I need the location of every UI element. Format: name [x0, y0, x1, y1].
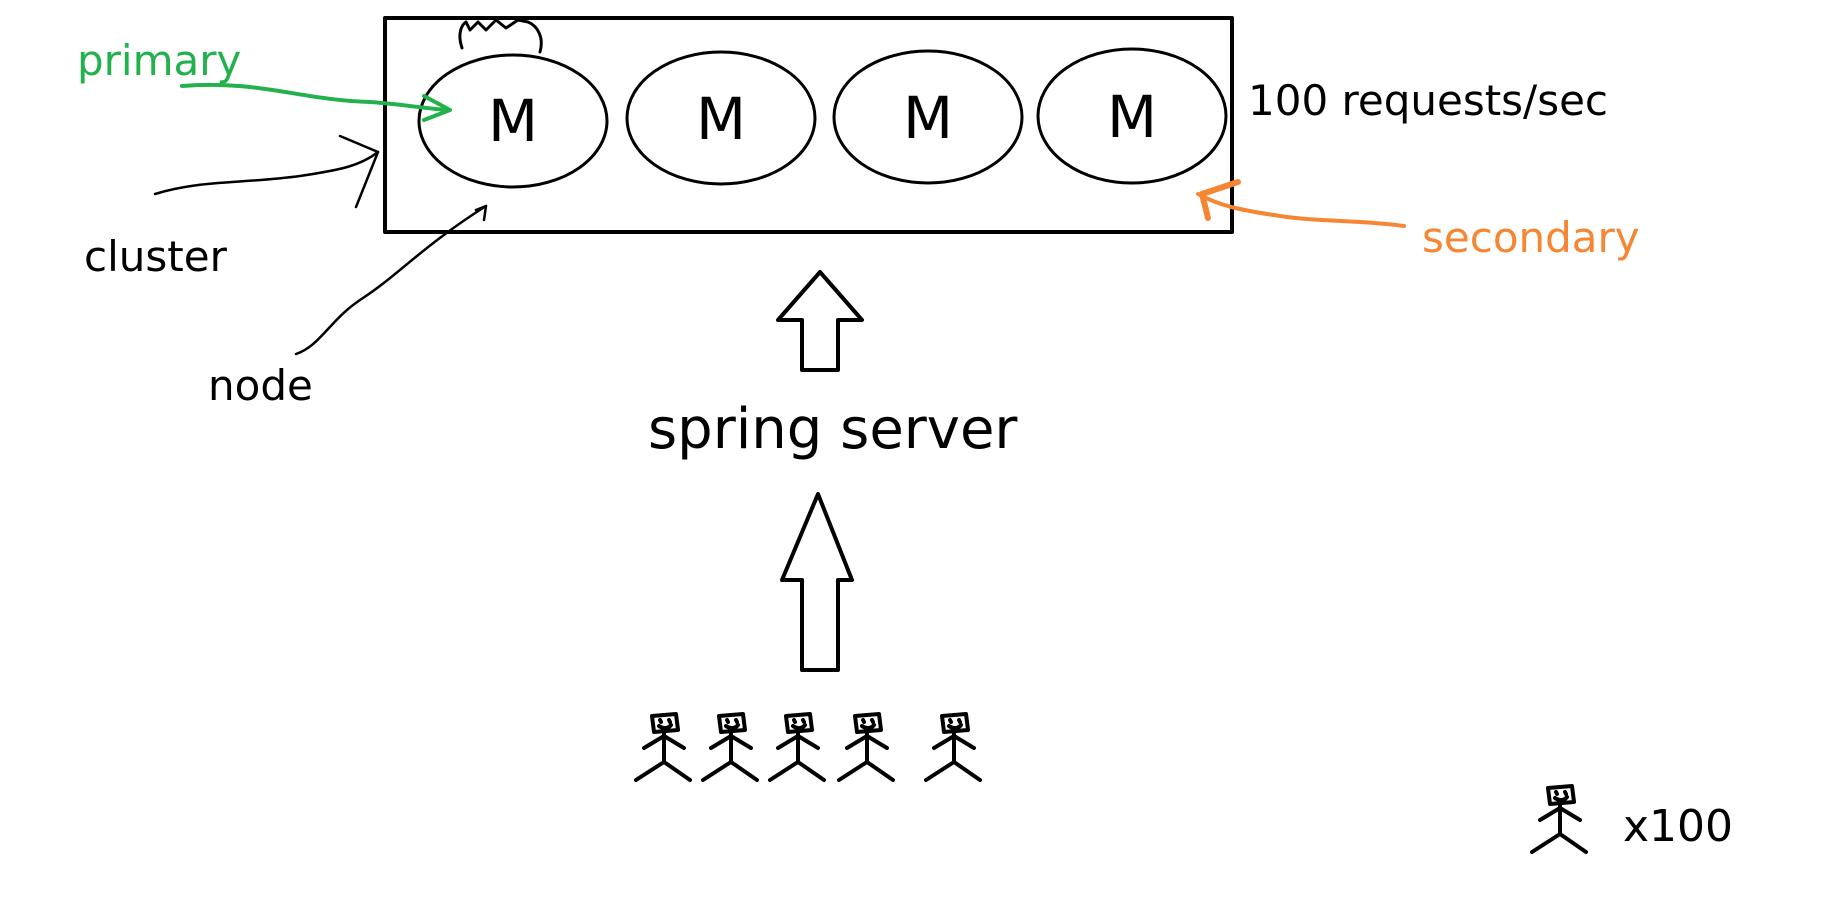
- node-ellipse-2: [625, 50, 817, 186]
- primary-arrowhead: [422, 94, 452, 122]
- single-user-figure: [1530, 784, 1588, 854]
- user-figure-1: [634, 712, 692, 782]
- user-figure-4: [837, 712, 895, 782]
- node-arrowhead: [474, 204, 488, 222]
- node-label-1: M: [487, 87, 539, 155]
- node-ellipse-1: [417, 53, 609, 189]
- users-to-server-arrow: [780, 492, 854, 672]
- primary-label: primary: [77, 36, 242, 85]
- request-rate-label: 100 requests/sec: [1248, 76, 1609, 125]
- node-arrow: [294, 204, 488, 356]
- server-to-cluster-arrow: [776, 270, 864, 372]
- secondary-label: secondary: [1422, 213, 1640, 262]
- node-label-4: M: [1106, 83, 1158, 151]
- node-ellipse-4: [1036, 47, 1228, 185]
- crown-scribble: [458, 18, 543, 54]
- primary-arrow: [180, 82, 450, 112]
- node-label-3: M: [902, 84, 954, 152]
- user-figure-legend: [1530, 784, 1588, 854]
- cluster-label: cluster: [84, 232, 227, 281]
- secondary-arrowhead: [1199, 179, 1241, 221]
- secondary-arrow: [1196, 192, 1406, 228]
- user-figure-3: [768, 712, 826, 782]
- node-ellipse-3: [832, 49, 1024, 185]
- cluster-box: [383, 16, 1234, 234]
- user-count-label: x100: [1623, 801, 1734, 852]
- user-group: [634, 712, 982, 782]
- user-figure-2: [701, 712, 759, 782]
- node-label-2: M: [695, 85, 747, 153]
- cluster-arrowhead: [338, 134, 380, 209]
- spring-server-label: spring server: [648, 397, 1018, 462]
- node-label: node: [208, 361, 313, 410]
- cluster-arrow: [153, 150, 380, 196]
- user-figure-5: [924, 712, 982, 782]
